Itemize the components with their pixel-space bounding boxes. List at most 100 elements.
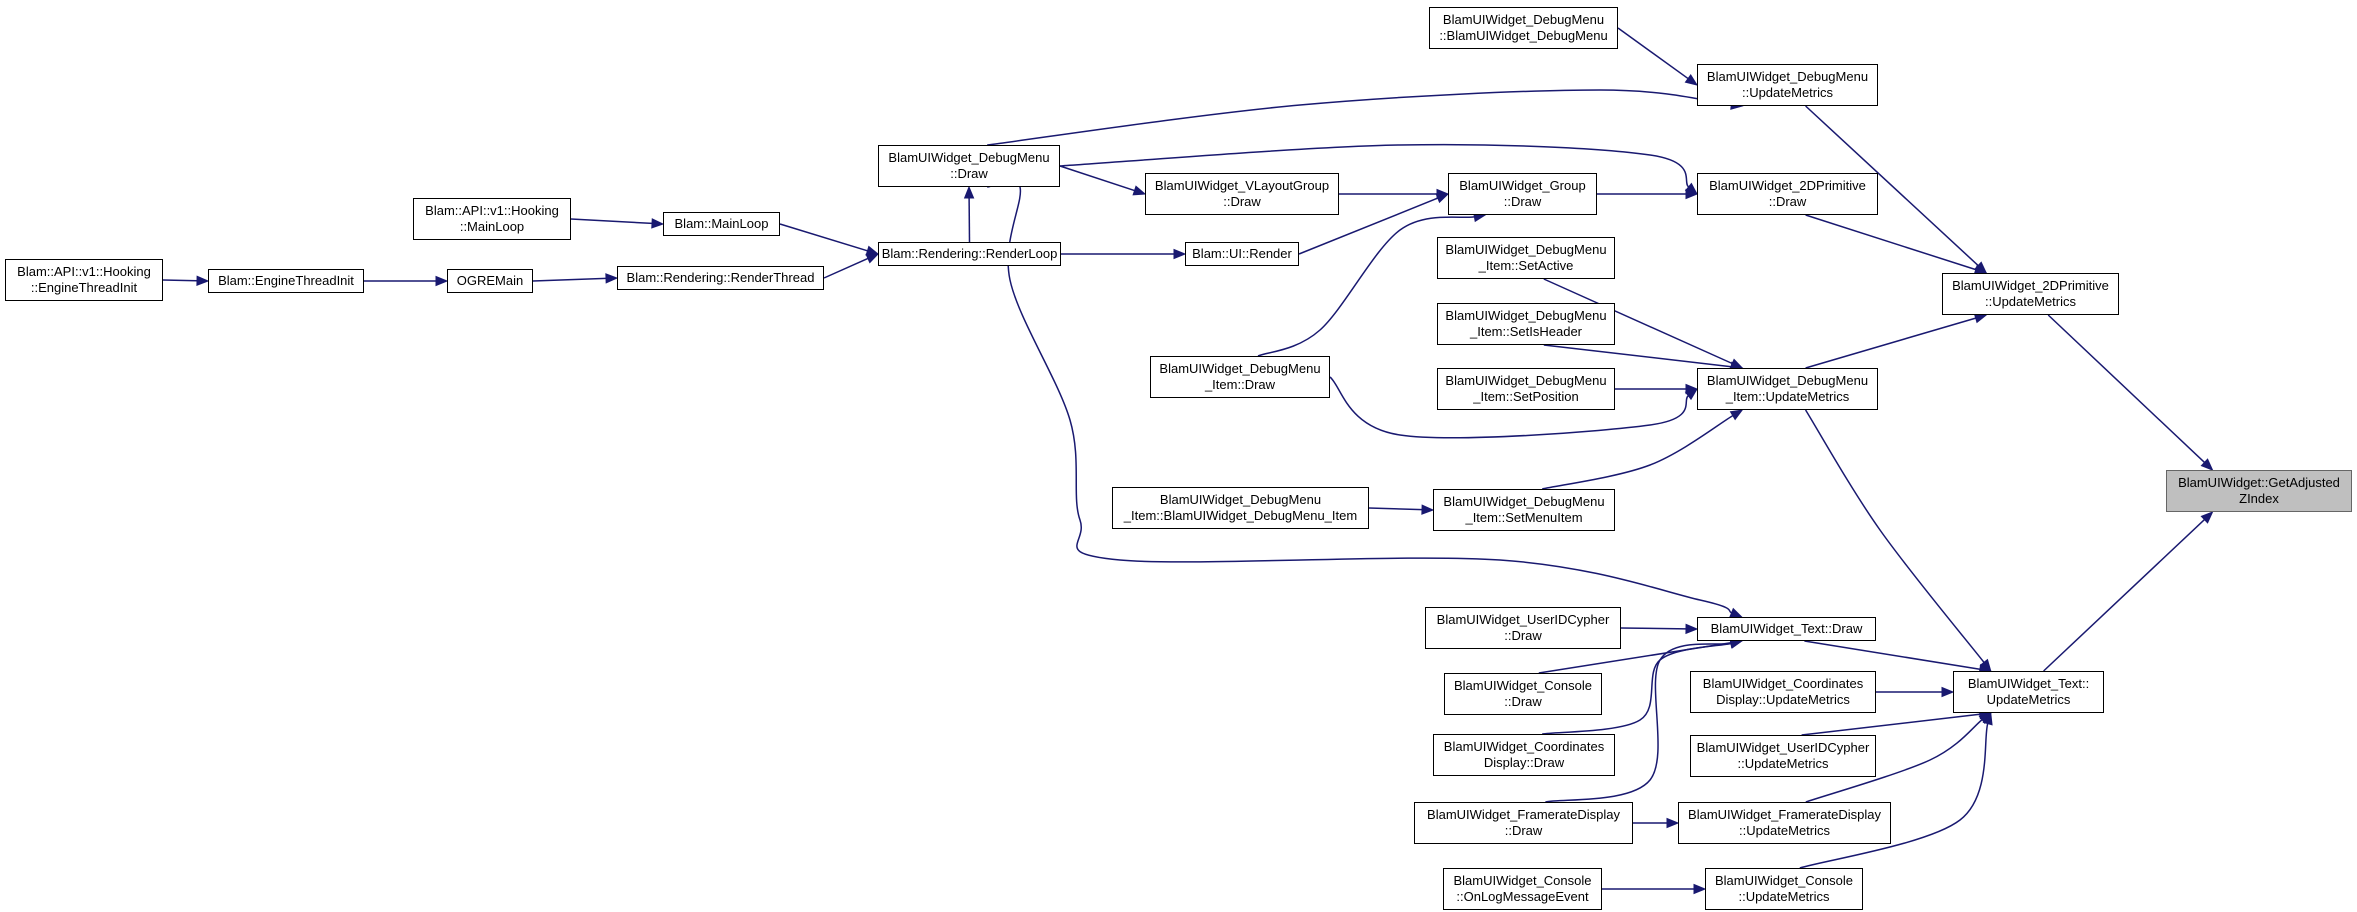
node-label-line: BlamUIWidget_Console	[1714, 873, 1853, 888]
node-label-line: BlamUIWidget_DebugMenu	[1159, 492, 1322, 507]
node-enginethreadinit[interactable]: Blam::EngineThreadInit	[208, 269, 364, 293]
node-uid-um[interactable]: BlamUIWidget_UserIDCypher::UpdateMetrics	[1690, 735, 1876, 777]
node-ogremain[interactable]: OGREMain	[447, 269, 533, 293]
arrowhead-icon	[1973, 313, 1988, 324]
node-label-line: ::UpdateMetrics	[1741, 85, 1834, 100]
arrowhead-icon	[1684, 388, 1699, 401]
arrowhead-icon	[1132, 185, 1147, 196]
node-label-line: ::OnLogMessageEvent	[1456, 889, 1589, 904]
node-console-um[interactable]: BlamUIWidget_Console::UpdateMetrics	[1705, 868, 1863, 910]
node-label-line: ::UpdateMetrics	[1737, 756, 1829, 771]
node-prim-draw[interactable]: BlamUIWidget_2DPrimitive::Draw	[1697, 173, 1878, 215]
node-label-line: BlamUIWidget_Text::	[1967, 676, 2090, 691]
node-dmi-setmenuitem[interactable]: BlamUIWidget_DebugMenu_Item::SetMenuItem	[1433, 489, 1615, 531]
node-vlg-draw[interactable]: BlamUIWidget_VLayoutGroup::Draw	[1145, 173, 1339, 215]
node-hook-mainloop[interactable]: Blam::API::v1::Hooking::MainLoop	[413, 198, 571, 240]
node-label-line: ::Draw	[1504, 628, 1542, 643]
arrowhead-icon	[2200, 458, 2214, 471]
arrowhead-icon	[1666, 817, 1680, 829]
node-label-line: _Item::UpdateMetrics	[1725, 389, 1850, 404]
node-renderloop[interactable]: Blam::Rendering::RenderLoop	[878, 242, 1061, 266]
arrowhead-icon	[651, 218, 665, 229]
node-text-draw[interactable]: BlamUIWidget_Text::Draw	[1697, 617, 1876, 641]
edge-hook-mainloop-to-mainloop	[570, 218, 653, 225]
edge-coords-draw-to-text-draw	[1542, 642, 1732, 735]
node-dmi-draw[interactable]: BlamUIWidget_DebugMenu_Item::Draw	[1150, 356, 1330, 398]
edge-dmi-setmenuitem-to-dmi-um	[1542, 414, 1734, 490]
node-dm-um[interactable]: BlamUIWidget_DebugMenu::UpdateMetrics	[1697, 64, 1878, 106]
node-label-line: BlamUIWidget_DebugMenu	[1442, 12, 1605, 27]
node-label-line: BlamUIWidget::GetAdjusted	[2178, 475, 2340, 490]
node-label-line: BlamUIWidget_DebugMenu	[1443, 494, 1605, 509]
node-label-line: BlamUIWidget_Coordinates	[1443, 739, 1605, 754]
edge-uid-um-to-text-um	[1801, 713, 1980, 736]
node-label-line: Blam::Rendering::RenderThread	[626, 270, 815, 285]
node-console-draw[interactable]: BlamUIWidget_Console::Draw	[1444, 673, 1602, 715]
arrowhead-icon	[865, 253, 880, 264]
node-label-line: BlamUIWidget_Group	[1459, 178, 1586, 193]
node-dm-draw[interactable]: BlamUIWidget_DebugMenu::Draw	[878, 145, 1060, 187]
node-renderthread[interactable]: Blam::Rendering::RenderThread	[617, 266, 824, 290]
edge-dmi-draw-to-group-draw	[1257, 216, 1475, 357]
edge-dmi-setisheader-to-dmi-um	[1543, 344, 1732, 368]
node-dmi-um[interactable]: BlamUIWidget_DebugMenu_Item::UpdateMetri…	[1697, 368, 1878, 410]
node-mainloop[interactable]: Blam::MainLoop	[663, 212, 780, 236]
node-uid-draw[interactable]: BlamUIWidget_UserIDCypher::Draw	[1425, 607, 1621, 649]
node-group-draw[interactable]: BlamUIWidget_Group::Draw	[1448, 173, 1597, 215]
node-dmi-setactive[interactable]: BlamUIWidget_DebugMenu_Item::SetActive	[1437, 237, 1615, 279]
node-label-line: ::Draw	[950, 166, 988, 181]
node-dm-ctor[interactable]: BlamUIWidget_DebugMenu::BlamUIWidget_Deb…	[1429, 7, 1618, 49]
node-label-line: BlamUIWidget_DebugMenu	[888, 150, 1050, 165]
edge-dmi-um-to-prim-um	[1805, 317, 1976, 369]
arrowhead-icon	[605, 273, 619, 284]
node-prim-um[interactable]: BlamUIWidget_2DPrimitive::UpdateMetrics	[1942, 273, 2119, 315]
node-label-line: ::UpdateMetrics	[1738, 889, 1830, 904]
node-dmi-ctor[interactable]: BlamUIWidget_DebugMenu_Item::BlamUIWidge…	[1112, 487, 1369, 529]
node-label-line: ::MainLoop	[459, 219, 525, 234]
node-label-line: Blam::EngineThreadInit	[218, 273, 354, 288]
edge-dmi-um-to-text-um	[1804, 409, 1985, 663]
edge-ogremain-to-renderthread	[532, 277, 607, 282]
node-label-line: BlamUIWidget_DebugMenu	[1706, 373, 1869, 388]
arrowhead-icon	[1421, 504, 1435, 515]
node-hook-eti[interactable]: Blam::API::v1::Hooking::EngineThreadInit	[5, 259, 163, 301]
edge-uid-draw-to-text-draw	[1620, 627, 1687, 630]
edge-dm-draw-to-prim-draw	[1059, 143, 1690, 188]
node-dmi-setposition[interactable]: BlamUIWidget_DebugMenu_Item::SetPosition	[1437, 368, 1615, 410]
arrowhead-icon	[435, 275, 449, 287]
node-label-line: BlamUIWidget_FramerateDisplay	[1688, 807, 1881, 822]
node-dmi-setisheader[interactable]: BlamUIWidget_DebugMenu_Item::SetIsHeader	[1437, 303, 1615, 345]
node-label-line: BlamUIWidget_DebugMenu	[1445, 373, 1607, 388]
arrowhead-icon	[1941, 686, 1955, 698]
edge-hook-eti-to-enginethreadinit	[162, 279, 198, 282]
edge-prim-um-to-getadj	[2047, 314, 2206, 463]
arrowhead-icon	[1435, 193, 1450, 204]
node-label-line: ::Draw	[1503, 194, 1542, 209]
node-label-line: BlamUIWidget_Console	[1453, 678, 1592, 693]
edge-dmi-setactive-to-dmi-um	[1543, 278, 1733, 365]
node-fps-um[interactable]: BlamUIWidget_FramerateDisplay::UpdateMet…	[1678, 802, 1891, 844]
node-label-line: BlamUIWidget_Console	[1453, 873, 1592, 888]
arrowhead-icon	[1982, 711, 1993, 726]
arrowhead-icon	[1729, 409, 1744, 421]
node-label-line: Blam::API::v1::Hooking	[17, 264, 151, 279]
node-label-line: ::UpdateMetrics	[1738, 823, 1831, 838]
node-fps-draw[interactable]: BlamUIWidget_FramerateDisplay::Draw	[1414, 802, 1633, 844]
node-console-olme[interactable]: BlamUIWidget_Console::OnLogMessageEvent	[1443, 868, 1602, 910]
node-label-line: Display::Draw	[1483, 755, 1565, 770]
edge-text-um-to-getadj	[2043, 518, 2206, 672]
arrowhead-icon	[1684, 74, 1699, 86]
node-label-line: ::Draw	[1504, 823, 1543, 838]
node-text-um[interactable]: BlamUIWidget_Text::UpdateMetrics	[1953, 671, 2104, 713]
arrowhead-icon	[1729, 607, 1743, 618]
edge-fps-um-to-text-um	[1805, 719, 1983, 803]
node-label-line: Blam::API::v1::Hooking	[425, 203, 559, 218]
node-label-line: BlamUIWidget_UserIDCypher	[1436, 612, 1610, 627]
edge-console-um-to-text-um	[1799, 723, 1989, 869]
node-label-line: BlamUIWidget_UserIDCypher	[1696, 740, 1870, 755]
node-ui-render[interactable]: Blam::UI::Render	[1185, 242, 1299, 266]
